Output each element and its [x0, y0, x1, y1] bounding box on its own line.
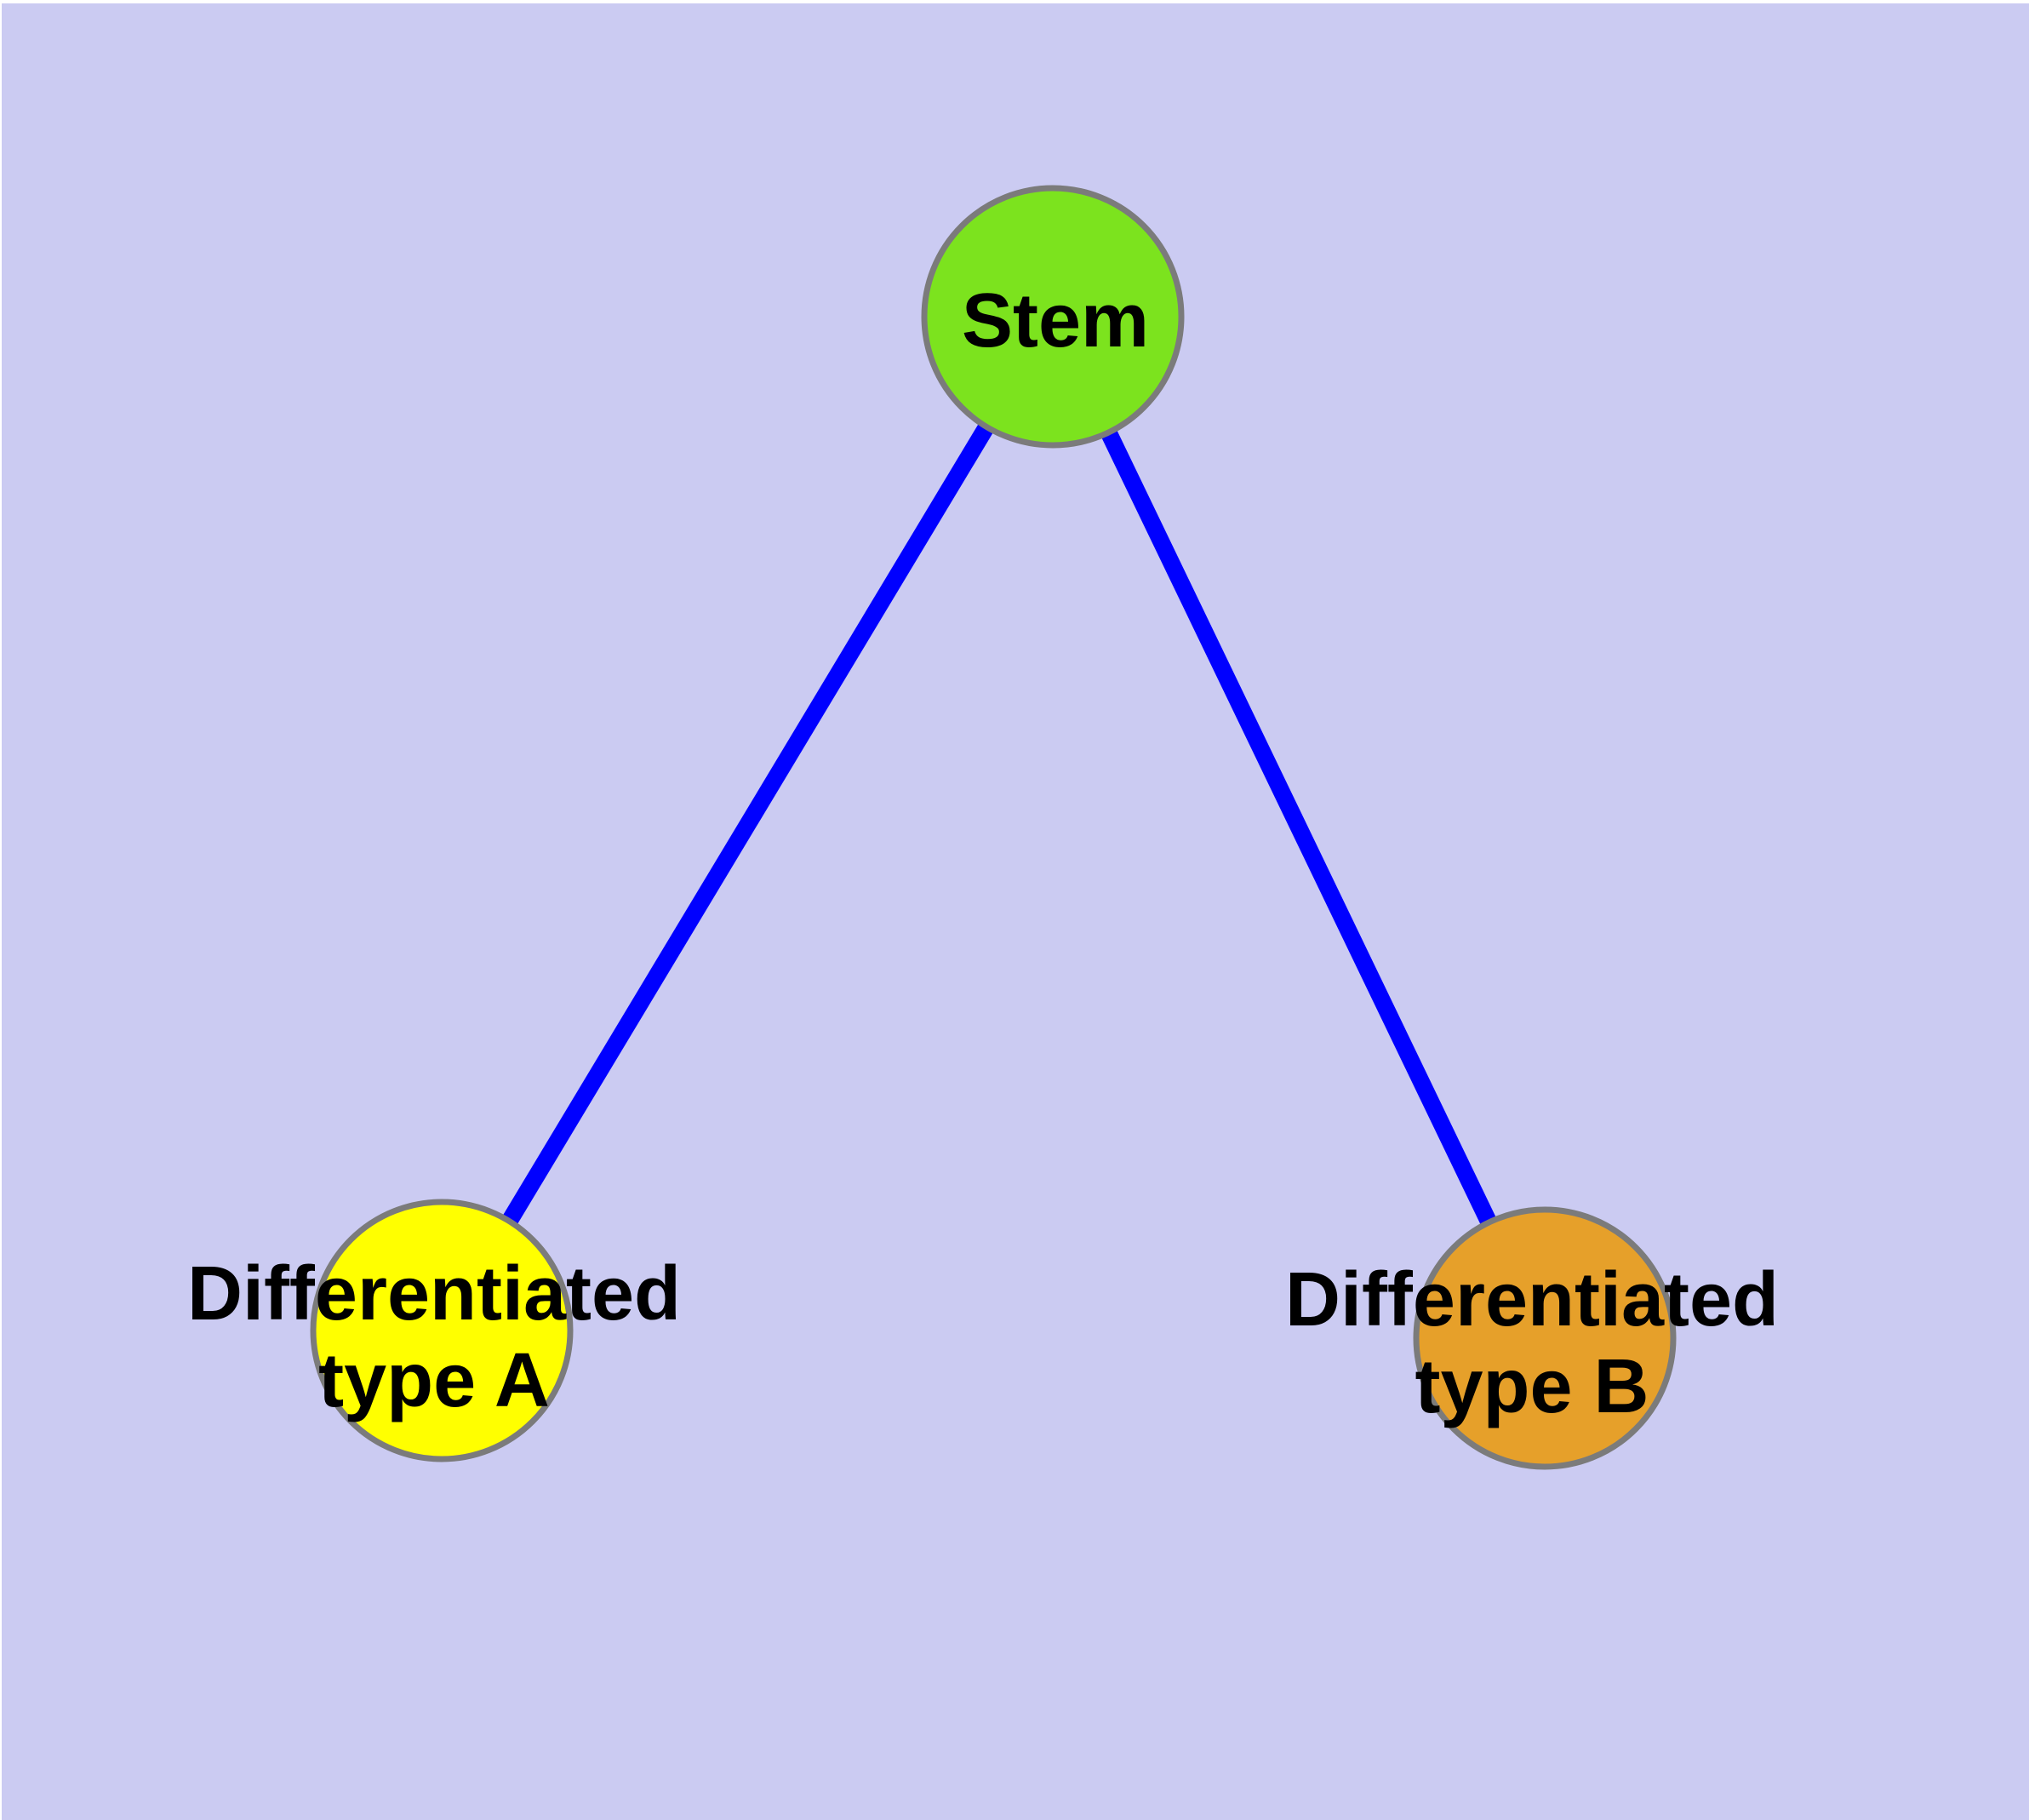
- node-type-a-label-line2: type A: [318, 1338, 550, 1423]
- node-type-a-label-line1: Differentiated: [187, 1251, 681, 1336]
- node-differentiated-type-a: [310, 1199, 574, 1462]
- node-type-b-label-line2: type B: [1415, 1344, 1649, 1429]
- node-type-b-label-line1: Differentiated: [1285, 1257, 1779, 1342]
- node-stem: [921, 185, 1185, 449]
- edge-stem-to-type-a: [435, 312, 1060, 1337]
- node-differentiated-type-b: [1413, 1206, 1677, 1470]
- edge-stem-to-type-b: [1044, 312, 1553, 1342]
- node-stem-label: Stem: [962, 278, 1149, 363]
